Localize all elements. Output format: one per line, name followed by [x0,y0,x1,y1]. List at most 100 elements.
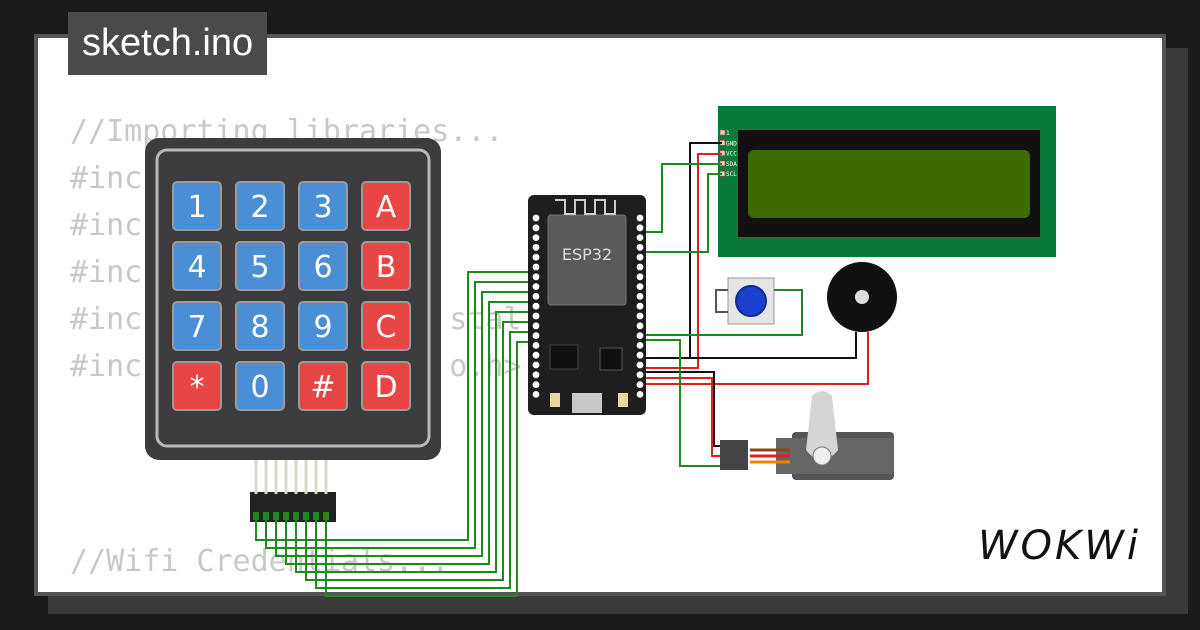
esp32-pin-right [636,244,644,251]
keypad-key[interactable]: 8 [235,301,285,351]
keypad-wires [255,271,532,597]
key-cap [298,361,348,411]
wire-servo-sig [646,339,720,467]
keypad-key[interactable]: 3 [298,181,348,231]
servo-motor[interactable] [646,339,908,480]
key-label: 3 [313,190,332,225]
wire-servo-vcc [646,377,720,457]
code-line: #inc [70,302,143,337]
key-label: 1 [187,190,206,225]
en-button [618,393,628,407]
key-cap [361,181,411,231]
esp32-pin-right [636,224,644,232]
lcd-pin [719,129,726,136]
wokwi-logo: WOKWi [978,523,1141,569]
keypad-key[interactable]: # [298,361,348,411]
keypad-wire [285,301,532,565]
key-label: 2 [250,190,269,225]
keypad-key[interactable]: A [361,181,411,231]
code-line: //Wifi Credentials... [70,544,450,579]
button-leg [715,289,728,313]
esp32-pin-left [532,342,540,349]
esp32-pin-left [532,312,540,320]
key-label: C [376,310,397,345]
keypad-key[interactable]: D [361,361,411,411]
keypad-key[interactable]: 5 [235,241,285,291]
esp32-pin-right [636,312,644,320]
esp32-pin-right [636,332,644,339]
keypad-key[interactable]: 6 [298,241,348,291]
keypad-key[interactable]: 7 [172,301,222,351]
regulator [549,344,579,370]
esp32-board[interactable]: ESP32 [528,195,646,415]
key-label: 4 [187,250,206,285]
key-cap [298,181,348,231]
key-cap [235,361,285,411]
usb-port [572,393,602,413]
push-button[interactable] [646,277,803,336]
keypad-key[interactable]: * [172,361,222,411]
code-line: #inc [70,255,143,290]
esp32-pin-left [532,224,540,232]
ribbon-pin [283,512,289,520]
keypad-key[interactable]: 9 [298,301,348,351]
buzzer-hole [855,290,869,304]
esp32-pin-right [636,381,644,388]
wire-lcd-scl [646,173,722,253]
esp32-pins [532,214,644,398]
keypad-key[interactable]: 4 [172,241,222,291]
lcd-pin-label: 1 [726,130,730,137]
antenna-trace [555,199,616,215]
keypad-key[interactable]: 0 [235,361,285,411]
file-tab[interactable]: sketch.ino [68,12,268,75]
esp32-pin-left [532,244,540,251]
lcd-pin-label: VCC [726,151,737,158]
keypad-wire [265,281,532,549]
keypad-ribbon [250,460,336,522]
keypad-wire [295,311,532,573]
esp32-pin-right [636,342,644,349]
wire-lcd-sda [646,163,722,233]
key-cap [172,361,222,411]
lcd-screen [748,150,1030,218]
esp32-pin-left [532,371,540,379]
esp32-pin-right [636,371,644,379]
key-label: 9 [313,310,332,345]
ribbon-pin [323,512,329,520]
code-preview-bottom: //Wifi Credentials... [70,538,449,585]
servo-connector [720,440,748,470]
keypad-wire [255,271,532,541]
keypad-key[interactable]: C [361,301,411,351]
key-label: * [190,370,205,405]
esp32-pin-left [532,253,540,261]
key-cap [298,241,348,291]
key-cap [172,181,222,231]
key-label: 6 [313,250,332,285]
keypad-key[interactable]: 1 [172,181,222,231]
esp32-pin-left [532,322,540,330]
key-cap [172,301,222,351]
keypad-key[interactable]: B [361,241,411,291]
esp32-pin-left [532,361,540,369]
key-label: 8 [250,310,269,345]
buzzer[interactable] [646,262,897,385]
keypad-key[interactable]: 2 [235,181,285,231]
esp32-pin-left [532,381,540,388]
key-label: # [310,370,335,405]
keypad-wire [275,291,532,557]
esp32-pin-left [532,293,540,300]
key-label: 7 [187,310,206,345]
ribbon-pin [253,512,259,520]
lcd-pin-label: GND [726,140,737,147]
key-cap [235,181,285,231]
code-line: #inc [70,208,143,243]
keypad-wire [305,321,532,581]
esp32-pin-right [636,361,644,369]
keypad-wire [325,341,532,597]
ribbon-pin [273,512,279,520]
key-cap [361,241,411,291]
